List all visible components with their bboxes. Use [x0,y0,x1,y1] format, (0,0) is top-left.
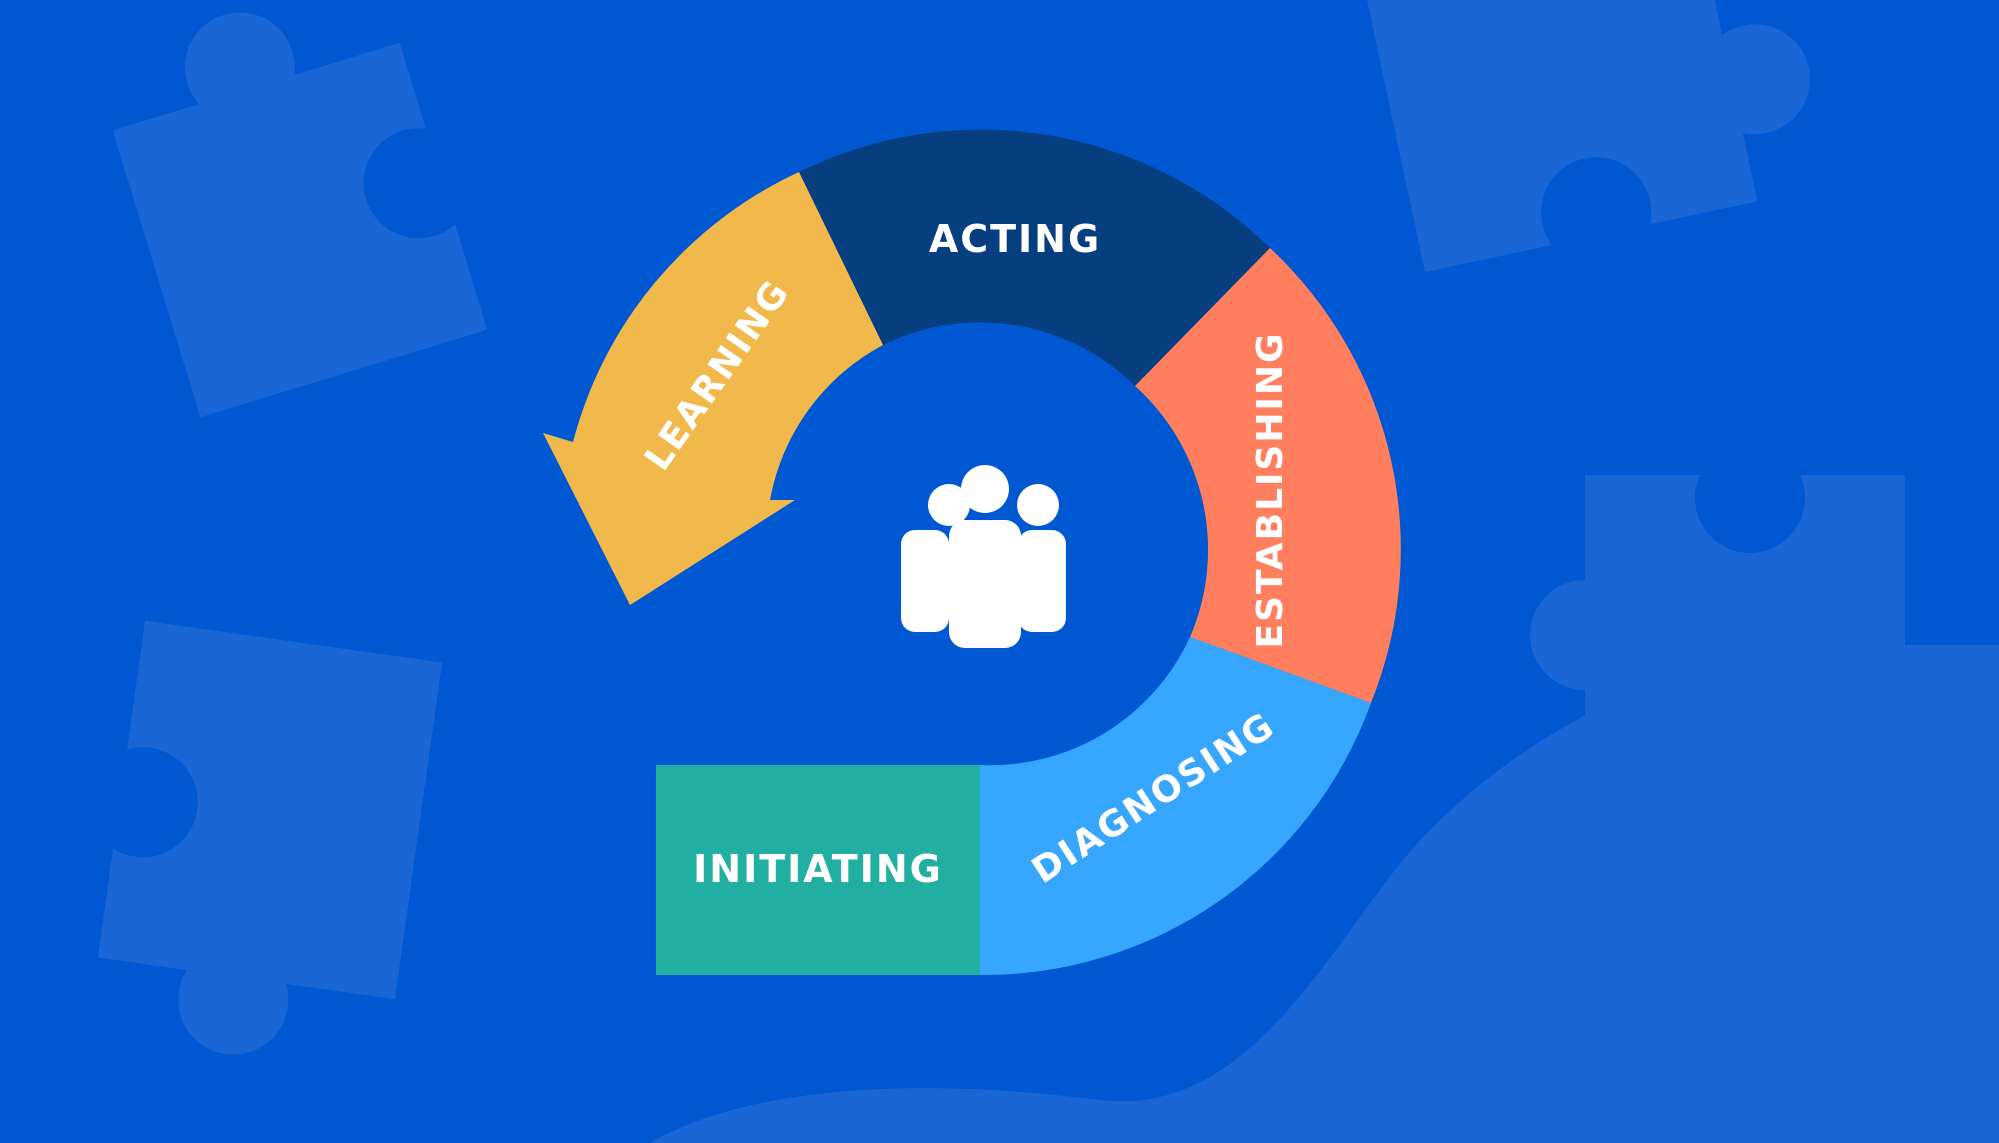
segment-diagnosing [980,637,1371,976]
segment-learning-arrow [543,172,883,605]
puzzle-wave-bottom-right [650,475,1999,1143]
segment-initiating [656,765,980,975]
segment-establishing [1135,248,1401,703]
label-initiating: INITIATING [693,847,943,891]
puzzle-piece-top-left [112,12,488,418]
group-of-people-icon [901,465,1066,648]
segment-acting [799,129,1270,386]
label-establishing: ESTABLISHING [1250,331,1291,648]
puzzle-piece-top-right [1358,0,1810,273]
puzzle-piece-bottom-left [97,620,443,1055]
label-acting: ACTING [929,217,1101,261]
